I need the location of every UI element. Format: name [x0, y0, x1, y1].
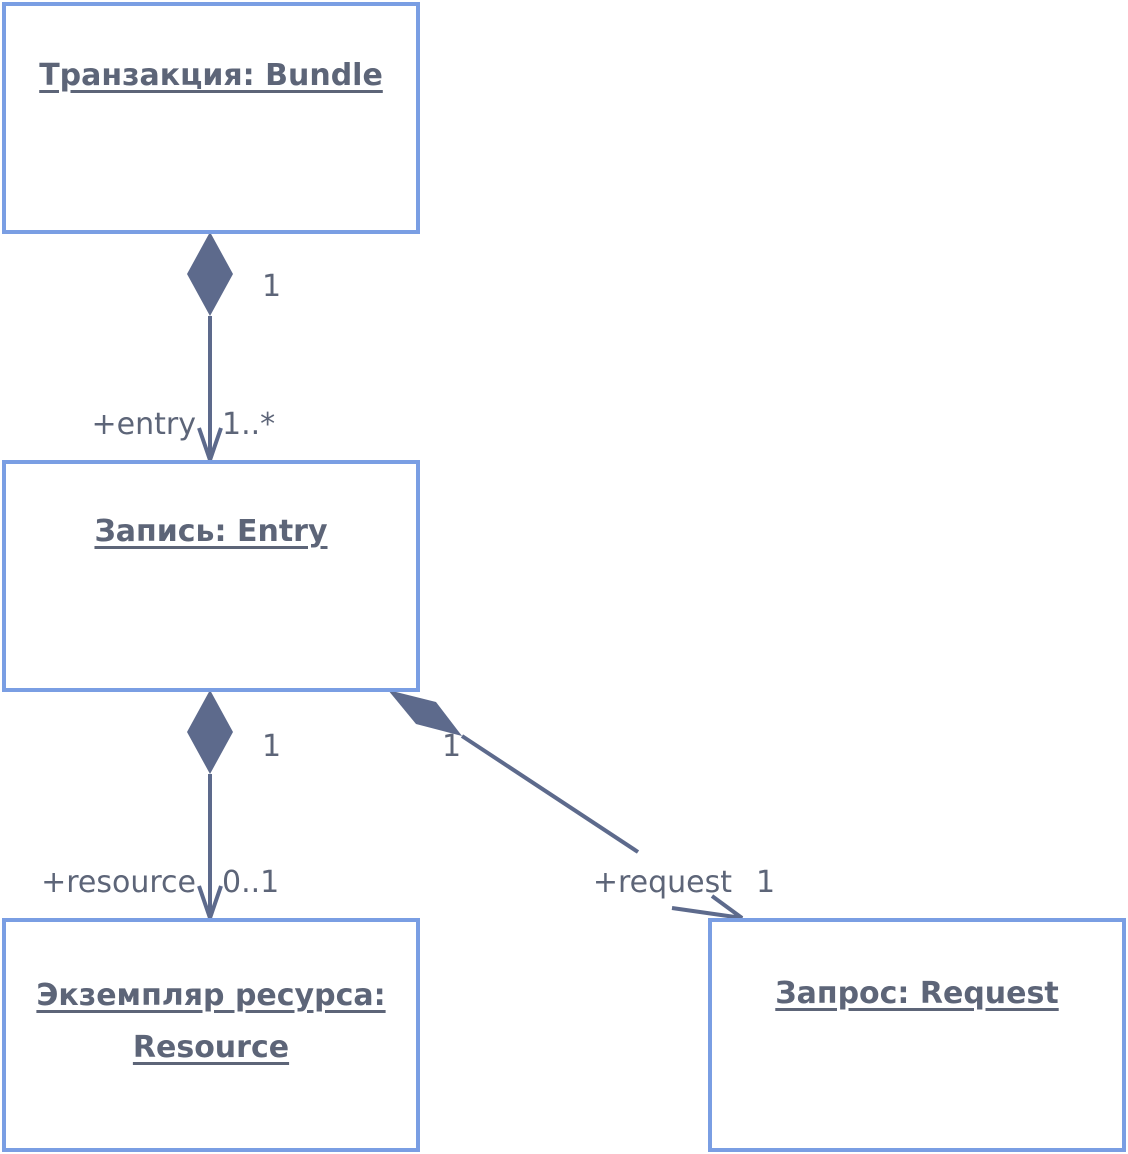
class-box-request[interactable]: Запрос: Request — [708, 918, 1126, 1152]
composition-diamond — [388, 690, 462, 736]
entry-resource-source-multiplicity: 1 — [262, 729, 281, 764]
composition-diamond — [187, 690, 233, 774]
entry-request-target-multiplicity: 1 — [756, 865, 775, 900]
entry-resource-target-role: +resource — [41, 865, 196, 900]
bundle-entry-target-multiplicity: 1..* — [222, 407, 275, 442]
association-entry-resource — [187, 690, 233, 925]
class-title-resource-line1: Экземпляр ресурса: — [36, 978, 386, 1013]
entry-request-source-multiplicity: 1 — [442, 729, 461, 764]
class-box-resource[interactable]: Экземпляр ресурса: Resource — [2, 918, 420, 1152]
entry-request-target-role: +request — [593, 865, 732, 900]
association-line — [460, 734, 640, 854]
class-title-bundle: Транзакция: Bundle — [39, 58, 383, 93]
class-title-resource-line2: Resource — [132, 1030, 290, 1065]
class-box-entry[interactable]: Запись: Entry — [2, 460, 420, 692]
class-box-bundle[interactable]: Транзакция: Bundle — [2, 2, 420, 234]
class-title-request: Запрос: Request — [775, 976, 1059, 1011]
composition-diamond — [187, 232, 233, 316]
class-title-resource: Экземпляр ресурса: Resource — [6, 970, 416, 1074]
entry-resource-target-multiplicity: 0..1 — [222, 865, 279, 900]
class-title-entry: Запись: Entry — [94, 514, 328, 549]
bundle-entry-source-multiplicity: 1 — [262, 269, 281, 304]
bundle-entry-target-role: +entry — [92, 407, 196, 442]
